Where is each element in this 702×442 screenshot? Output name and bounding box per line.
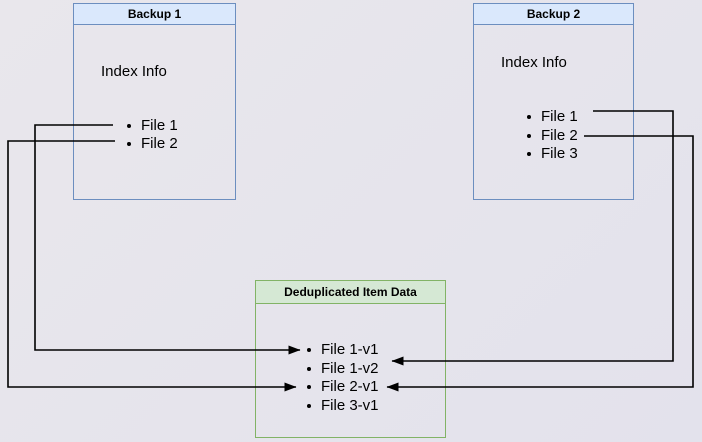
dedup-title: Deduplicated Item Data xyxy=(256,281,445,304)
backup2-index-info-label: Index Info xyxy=(501,54,567,71)
backup1-title: Backup 1 xyxy=(74,4,235,25)
list-item: File 1 xyxy=(127,117,178,135)
backup1-index-info-label: Index Info xyxy=(101,63,167,80)
list-item: File 2 xyxy=(127,135,178,153)
list-item: File 1-v1 xyxy=(307,341,379,360)
list-item: File 1-v2 xyxy=(307,360,379,379)
list-item: File 3 xyxy=(527,145,578,164)
list-item: File 2-v1 xyxy=(307,378,379,397)
list-item: File 1 xyxy=(527,108,578,127)
backup2-title: Backup 2 xyxy=(474,4,633,25)
list-item: File 2 xyxy=(527,127,578,146)
list-item: File 3-v1 xyxy=(307,397,379,416)
